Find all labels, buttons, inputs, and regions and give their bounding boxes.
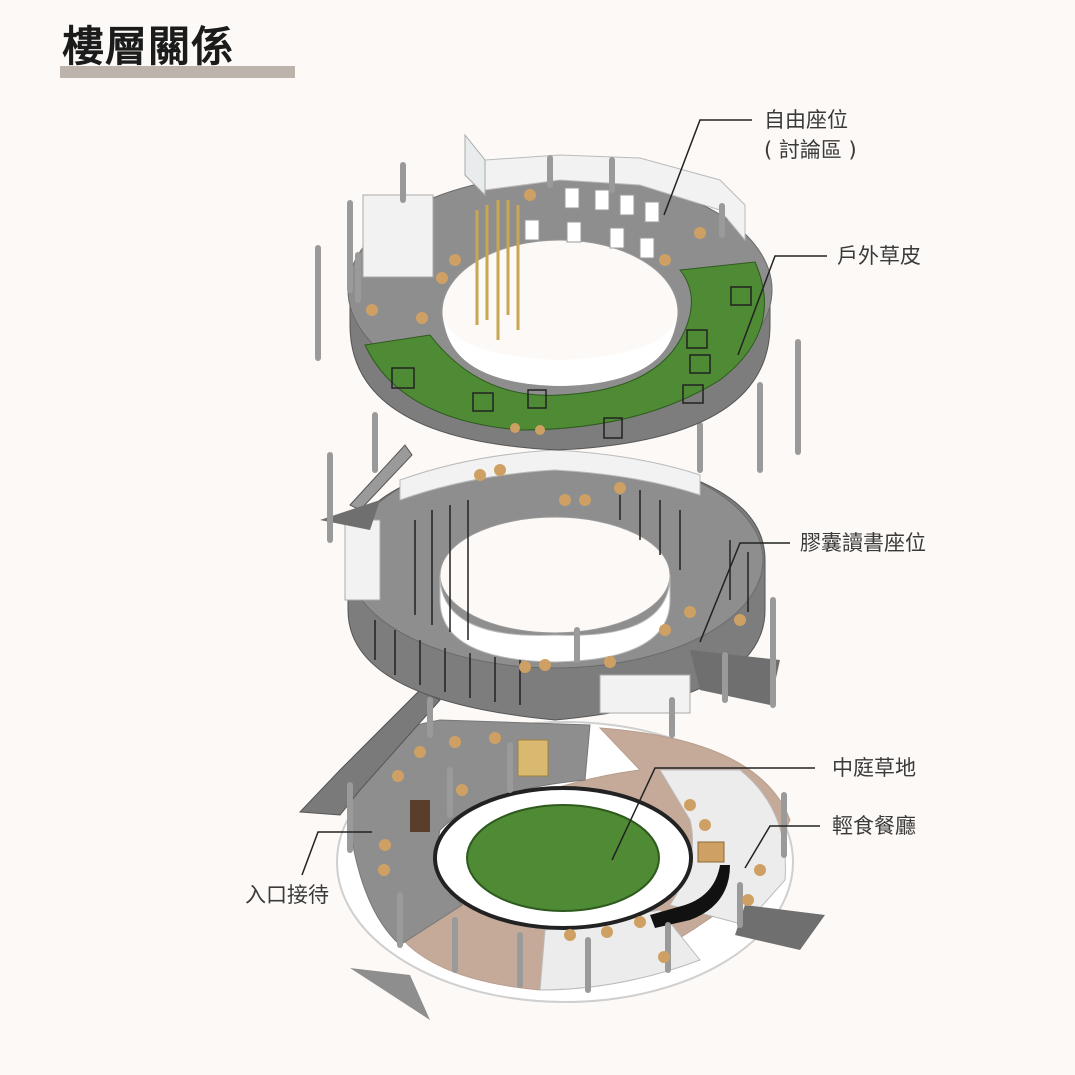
middle-floor bbox=[320, 382, 780, 738]
ground-floor bbox=[298, 689, 825, 1020]
leader-lines bbox=[301, 119, 827, 876]
label-courtyard-lawn: 中庭草地 bbox=[832, 756, 916, 780]
top-floor bbox=[315, 133, 801, 455]
label-free-seating-title: 自由座位 bbox=[764, 108, 848, 132]
label-capsule-seating: 膠囊讀書座位 bbox=[800, 531, 926, 555]
label-light-dining: 輕食餐廳 bbox=[832, 814, 916, 838]
title-underline-bar bbox=[60, 66, 295, 78]
label-free-seating: 自由座位 ( 討論區 ) bbox=[764, 105, 857, 165]
label-entrance-reception: 入口接待 bbox=[245, 883, 329, 907]
label-outdoor-lawn: 戶外草皮 bbox=[837, 244, 921, 268]
label-free-seating-sub: ( 討論區 ) bbox=[764, 138, 857, 162]
page-title: 樓層關係 bbox=[62, 22, 235, 71]
